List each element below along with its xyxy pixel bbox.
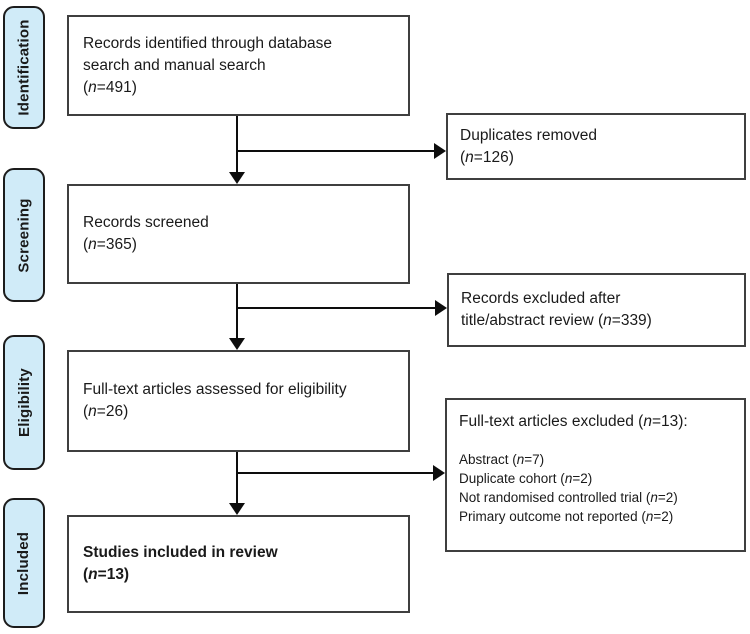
flow-box-records-screened: Records screened (n=365) xyxy=(67,184,410,284)
arrowhead-right-icon xyxy=(434,143,446,159)
flow-box-studies-included: Studies included in review (n=13) xyxy=(67,515,410,613)
exclusion-heading: Full-text articles excluded (n=13): xyxy=(459,413,688,430)
box-text-line: (n=26) xyxy=(83,403,129,420)
box-text-line: Records screened xyxy=(83,214,209,231)
flow-box-fulltext-assessed: Full-text articles assessed for eligibil… xyxy=(67,350,410,452)
box-text-line: (n=491) xyxy=(83,78,137,96)
box-text-line: Studies included in review xyxy=(83,544,278,561)
stage-label-text: Screening xyxy=(15,197,33,273)
arrowhead-down-icon xyxy=(229,338,245,350)
side-box-duplicates-removed: Duplicates removed (n=126) xyxy=(446,113,746,180)
connector-line xyxy=(236,116,238,173)
stage-label-included: Included xyxy=(3,498,45,628)
box-text-line: Duplicates removed xyxy=(460,126,597,144)
arrowhead-down-icon xyxy=(229,172,245,184)
stage-label-screening: Screening xyxy=(3,168,45,302)
arrowhead-right-icon xyxy=(433,465,445,481)
stage-label-text: Included xyxy=(15,531,33,595)
exclusion-reason: Abstract (n=7) xyxy=(459,452,545,467)
stage-label-eligibility: Eligibility xyxy=(3,335,45,470)
connector-line xyxy=(236,150,434,152)
box-text-line: Full-text articles assessed for eligibil… xyxy=(83,381,347,398)
arrowhead-down-icon xyxy=(229,503,245,515)
box-text-line: title/abstract review (n=339) xyxy=(461,312,652,329)
exclusion-reason: Primary outcome not reported (n=2) xyxy=(459,509,674,524)
connector-line xyxy=(236,284,238,339)
connector-line xyxy=(236,452,238,504)
box-text-line: (n=365) xyxy=(83,236,137,253)
exclusion-reason: Duplicate cohort (n=2) xyxy=(459,471,593,486)
exclusion-reason: Not randomised controlled trial (n=2) xyxy=(459,490,678,505)
stage-label-text: Identification xyxy=(15,19,33,116)
connector-line xyxy=(236,307,435,309)
arrowhead-right-icon xyxy=(435,300,447,316)
box-text-line: search and manual search xyxy=(83,56,266,74)
box-text-line: Records identified through database xyxy=(83,34,333,52)
box-text-line: (n=13) xyxy=(83,566,130,583)
stage-label-text: Eligibility xyxy=(15,368,33,437)
flow-box-records-identified: Records identified through database sear… xyxy=(67,15,410,116)
side-box-fulltext-excluded: Full-text articles excluded (n=13): Abst… xyxy=(445,398,746,552)
stage-label-identification: Identification xyxy=(3,6,45,129)
connector-line xyxy=(236,472,433,474)
box-text-line: (n=126) xyxy=(460,148,514,166)
box-text-line: Records excluded after xyxy=(461,290,621,307)
side-box-records-excluded: Records excluded after title/abstract re… xyxy=(447,273,746,347)
